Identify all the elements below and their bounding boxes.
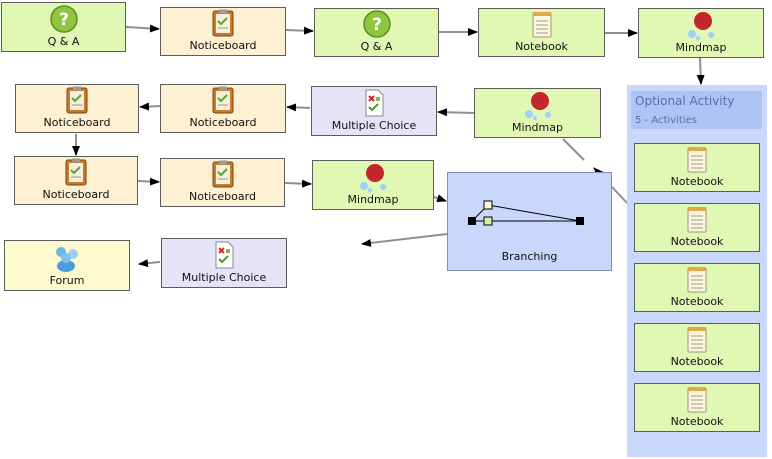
activity-label: Branching xyxy=(501,250,558,263)
activity-label: Noticeboard xyxy=(189,116,257,129)
optional-activity-count: 5 - Activities xyxy=(635,115,697,126)
activity-label: Forum xyxy=(49,274,85,287)
notebook-icon xyxy=(687,267,707,293)
notebook-icon xyxy=(687,327,707,353)
optional-notebook[interactable]: Notebook xyxy=(634,323,760,372)
activity-label: Q & A xyxy=(47,35,80,48)
transition-line[interactable] xyxy=(437,108,475,117)
optional-activity-header xyxy=(631,91,762,129)
noticeboard-icon xyxy=(65,158,87,186)
mindmap-icon xyxy=(360,164,386,192)
transition-line[interactable] xyxy=(696,57,705,85)
activity-noticeboard[interactable]: Noticeboard xyxy=(14,156,138,205)
notebook-icon xyxy=(687,147,707,173)
activity-label: Noticeboard xyxy=(189,190,256,203)
activity-forum[interactable]: Forum xyxy=(4,240,130,291)
activity-mindmap[interactable]: Mindmap xyxy=(638,8,764,58)
activity-label: Notebook xyxy=(670,235,724,248)
transition-line[interactable] xyxy=(285,26,314,35)
activity-noticeboard[interactable]: Noticeboard xyxy=(160,7,286,56)
mindmap-icon xyxy=(688,12,714,40)
activity-label: Notebook xyxy=(670,415,724,428)
optional-notebook[interactable]: Notebook xyxy=(634,143,760,192)
optional-notebook[interactable]: Notebook xyxy=(634,383,760,432)
activity-label: Notebook xyxy=(515,40,568,53)
branching-icon xyxy=(467,200,584,226)
notebook-icon xyxy=(532,12,551,38)
noticeboard-icon xyxy=(212,160,233,188)
activity-label: Mindmap xyxy=(512,121,563,134)
transition-line[interactable] xyxy=(286,103,311,112)
activity-label: Noticeboard xyxy=(42,188,110,201)
optional-notebook[interactable]: Notebook xyxy=(634,263,760,312)
transition-line[interactable] xyxy=(125,24,160,33)
question-icon: ? xyxy=(49,5,78,33)
notebook-icon xyxy=(687,207,707,233)
svg-text:?: ? xyxy=(59,10,69,30)
notebook-icon xyxy=(687,387,707,413)
activity-multiple-choice[interactable]: Multiple Choice xyxy=(311,86,437,136)
activity-noticeboard[interactable]: Noticeboard xyxy=(160,84,286,133)
transition-line[interactable] xyxy=(138,259,161,268)
transition-line[interactable] xyxy=(284,179,312,188)
activity-qa[interactable]: ? Q & A xyxy=(1,2,126,52)
activity-label: Notebook xyxy=(670,295,724,308)
activity-noticeboard[interactable]: Noticeboard xyxy=(160,158,285,207)
svg-text:?: ? xyxy=(372,15,382,35)
noticeboard-icon xyxy=(212,9,234,37)
activity-label: Mindmap xyxy=(347,193,399,206)
activity-mindmap[interactable]: Mindmap xyxy=(312,160,434,210)
activity-multiple-choice[interactable]: Multiple Choice xyxy=(161,238,287,288)
multiple-choice-icon xyxy=(365,89,384,117)
activity-label: Q & A xyxy=(360,40,393,53)
transition-line[interactable] xyxy=(361,233,448,247)
multiple-choice-icon xyxy=(215,241,234,269)
activity-mindmap[interactable]: Mindmap xyxy=(474,88,601,138)
activity-branching[interactable]: Branching xyxy=(447,172,612,271)
noticeboard-icon xyxy=(212,86,234,114)
transition-line[interactable] xyxy=(137,177,160,186)
activity-label: Mindmap xyxy=(675,41,727,54)
transition-line[interactable] xyxy=(562,138,585,161)
mindmap-icon xyxy=(524,92,551,120)
forum-icon xyxy=(56,247,78,272)
activity-label: Noticeboard xyxy=(43,116,111,129)
optional-notebook[interactable]: Notebook xyxy=(634,203,760,252)
activity-label: Notebook xyxy=(670,355,724,368)
noticeboard-icon xyxy=(66,86,88,114)
activity-label: Multiple Choice xyxy=(331,119,417,132)
activity-label: Multiple Choice xyxy=(181,271,267,284)
activity-label: Noticeboard xyxy=(189,39,257,52)
activity-label: Notebook xyxy=(670,175,724,188)
transition-line[interactable] xyxy=(433,194,447,202)
question-icon: ? xyxy=(362,10,391,38)
activity-qa[interactable]: ? Q & A xyxy=(314,8,439,57)
activity-notebook[interactable]: Notebook xyxy=(478,8,605,57)
transition-line[interactable] xyxy=(139,102,161,111)
optional-activity-title: Optional Activity xyxy=(635,94,735,108)
activity-noticeboard[interactable]: Noticeboard xyxy=(15,84,139,133)
